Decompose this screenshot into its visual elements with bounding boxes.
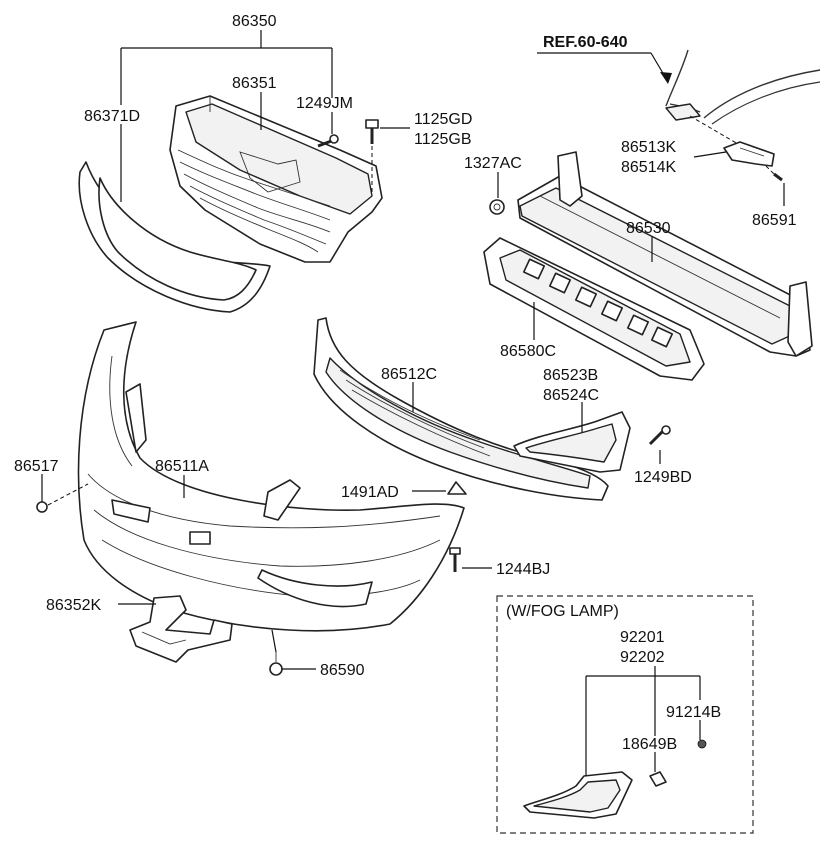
fog-lamp-cover[interactable] <box>513 411 631 473</box>
absorber-ribs <box>522 258 674 348</box>
fog-lamp-section: (W/FOG LAMP) <box>496 595 754 834</box>
part-label-1491AD[interactable]: 1491AD <box>341 484 399 501</box>
reference-label[interactable]: REF.60-640 <box>543 34 628 51</box>
clip-86590[interactable] <box>269 652 283 676</box>
part-label-86351[interactable]: 86351 <box>232 75 277 92</box>
clip-86517[interactable] <box>36 483 89 513</box>
part-label-1125GB[interactable]: 1125GB <box>414 131 472 148</box>
part-label-86580C[interactable]: 86580C <box>500 343 556 360</box>
part-label-86513K[interactable]: 86513K <box>621 139 676 156</box>
lower-grille-mesh <box>339 369 491 457</box>
bumper-cover[interactable] <box>77 321 465 632</box>
part-label-86350[interactable]: 86350 <box>232 13 277 30</box>
reference-callout[interactable]: REF.60-640 <box>537 34 672 84</box>
part-label-86514K[interactable]: 86514K <box>621 159 676 176</box>
lower-grille[interactable] <box>313 317 609 501</box>
fender-reference-sketch <box>665 49 821 145</box>
part-label-86512C[interactable]: 86512C <box>381 366 437 383</box>
fog-lamp-assembly[interactable] <box>523 771 633 819</box>
part-label-86523B[interactable]: 86523B <box>543 367 598 384</box>
energy-absorber[interactable] <box>483 237 705 381</box>
bumper-beam[interactable] <box>517 151 813 357</box>
leader-lines <box>41 30 785 776</box>
bolt-1249BD[interactable] <box>648 425 671 446</box>
bolt-1125GD[interactable] <box>365 119 379 192</box>
part-label-86530[interactable]: 86530 <box>626 220 671 237</box>
part-label-86352K[interactable]: 86352K <box>46 597 101 614</box>
part-label-92201[interactable]: 92201 <box>620 629 665 646</box>
part-label-86524C[interactable]: 86524C <box>543 387 599 404</box>
part-label-1327AC[interactable]: 1327AC <box>464 155 522 172</box>
side-bracket[interactable] <box>723 141 775 167</box>
part-label-86511A[interactable]: 86511A <box>155 458 209 475</box>
bolt-1244BJ[interactable] <box>449 547 461 572</box>
part-label-1244BJ[interactable]: 1244BJ <box>496 561 550 578</box>
screw-18649B[interactable] <box>649 771 667 787</box>
clip-1491AD[interactable] <box>447 481 467 495</box>
part-label-1125GD[interactable]: 1125GD <box>414 111 472 128</box>
part-label-92202[interactable]: 92202 <box>620 649 665 666</box>
fog-lamp-title: (W/FOG LAMP) <box>506 603 619 620</box>
bolt-1249JM[interactable] <box>317 134 339 148</box>
nut-1327AC[interactable] <box>489 199 505 215</box>
part-label-91214B[interactable]: 91214B <box>666 704 721 721</box>
part-label-18649B[interactable]: 18649B <box>622 736 677 753</box>
part-label-1249JM[interactable]: 1249JM <box>296 95 353 112</box>
part-label-86590[interactable]: 86590 <box>320 662 365 679</box>
grille-molding[interactable] <box>78 161 271 313</box>
part-label-1249BD[interactable]: 1249BD <box>634 469 692 486</box>
grille-slats <box>177 149 331 253</box>
part-label-86371D[interactable]: 86371D <box>84 108 140 125</box>
part-label-86517[interactable]: 86517 <box>14 458 59 475</box>
part-labels: 86350 86351 86371D 1249JM 1125GD 1125GB … <box>14 13 797 753</box>
grille-assembly[interactable] <box>169 95 383 263</box>
skid-plate[interactable] <box>129 595 233 663</box>
part-label-86591[interactable]: 86591 <box>752 212 797 229</box>
nut-91214B[interactable] <box>697 739 707 749</box>
screw-86591[interactable] <box>765 165 783 182</box>
